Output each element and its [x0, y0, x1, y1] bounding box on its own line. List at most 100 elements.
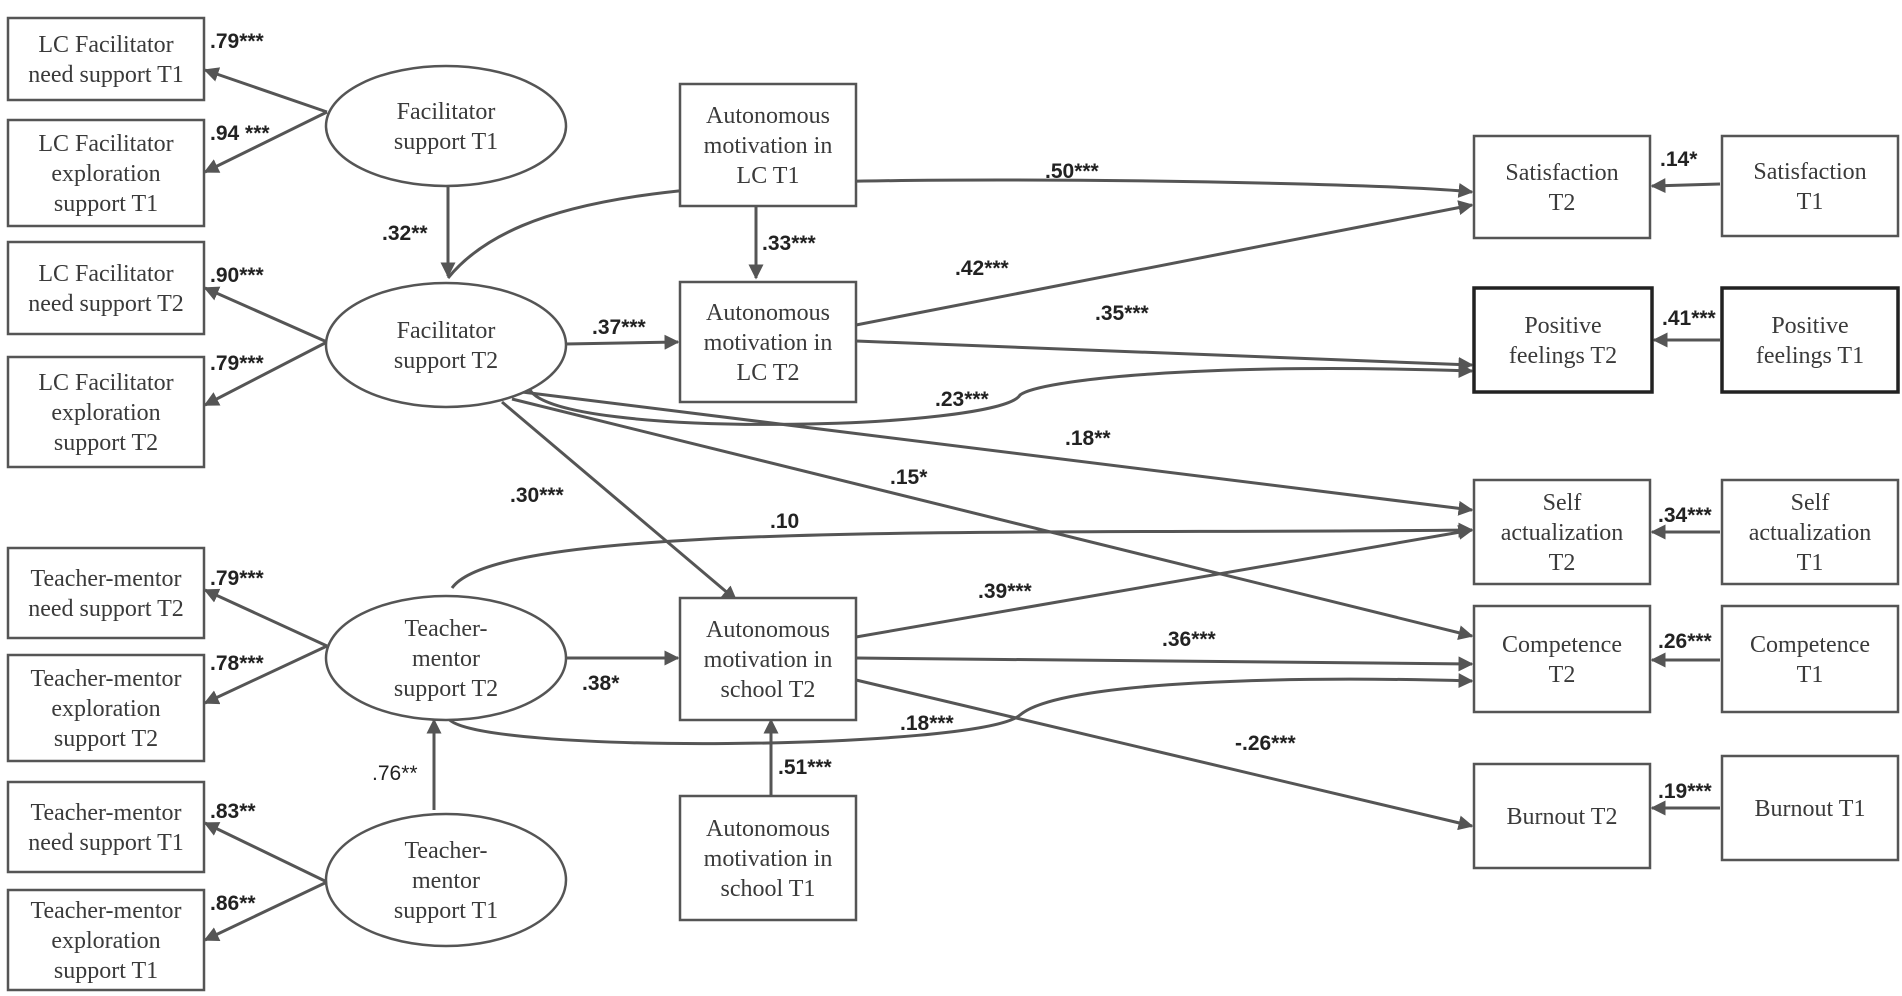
node-label-line: Self: [1791, 490, 1830, 516]
node-label-line: support T2: [54, 430, 158, 456]
path-am-sc-comp: [855, 656, 1474, 672]
node-tm-need-t2: [6, 546, 206, 640]
node-lcf-need-t2: [6, 240, 206, 336]
node-lcf-expl-t2: [6, 355, 206, 469]
coef-tm-t1-need: .83**: [210, 800, 256, 823]
coef-sat-stab: .14*: [1660, 148, 1698, 171]
node-am-sc-t1: [678, 794, 858, 922]
node-label-line: exploration: [51, 928, 160, 954]
node-label-line: T2: [1549, 550, 1576, 576]
node-label-line: Autonomous: [706, 816, 830, 842]
path-am-lc-sat: [855, 200, 1474, 327]
coef-tm-t2-comp: .18***: [900, 712, 955, 735]
path-am-sc-self: [855, 524, 1474, 639]
coef-am-lc-t1-to-t2: .33***: [762, 232, 817, 255]
path-tm-t2-need: [203, 588, 328, 648]
node-label-line: Positive: [1524, 313, 1601, 339]
coef-am-sc-burn: -.26***: [1235, 732, 1297, 755]
node-pos-t2: [1472, 286, 1654, 394]
coef-fac-t2-self: .18**: [1065, 427, 1111, 450]
node-label-line: Teacher-mentor: [30, 898, 181, 924]
coef-burn-stab: .19***: [1658, 780, 1713, 803]
node-label-line: support T1: [394, 129, 498, 155]
coef-tm-t2-need: .79***: [210, 567, 265, 590]
node-label-line: Teacher-mentor: [30, 566, 181, 592]
node-label-line: Teacher-: [404, 838, 487, 864]
node-self-t2: [1472, 478, 1652, 586]
coef-am-lc-sat: .42***: [955, 257, 1010, 280]
path-tm-t2-expl: [203, 644, 328, 705]
path-fac-t2-self: [521, 390, 1474, 516]
node-sat-t1: [1720, 134, 1900, 238]
node-label-line: Positive: [1771, 313, 1848, 339]
node-label-line: LC Facilitator: [38, 32, 173, 58]
node-label-line: Competence: [1750, 632, 1870, 658]
node-burn-t2-label: Burnout T2: [1507, 804, 1618, 830]
node-label-line: Facilitator: [397, 99, 496, 125]
coef-fac-t2-need: .90***: [210, 264, 265, 287]
node-label-line: Burnout T1: [1755, 796, 1866, 822]
path-fac-t2-expl: [203, 340, 328, 407]
node-label-line: Satisfaction: [1753, 159, 1866, 185]
coef-fac-t2-pos: .23***: [935, 388, 990, 411]
coef-fac-t2-am-sc: .30***: [510, 484, 565, 507]
node-fac-t2-label: Facilitator support T2: [394, 318, 498, 374]
node-label-line: actualization: [1749, 520, 1872, 546]
node-tm-expl-t2: [6, 653, 206, 763]
path-tm-t2-self: [450, 522, 1474, 589]
path-fac-t1-expl: [203, 110, 328, 174]
node-lcf-need-t1-label: LC Facilitator need support T1: [28, 32, 184, 88]
node-label-line: T1: [1797, 189, 1824, 215]
node-label-line: Facilitator: [397, 318, 496, 344]
coef-tm-t2-expl: .78***: [210, 652, 265, 675]
node-tm-t2: [324, 594, 568, 722]
coef-fac-t2-expl: .79***: [210, 352, 265, 375]
node-label-line: mentor: [412, 646, 480, 672]
node-lcf-expl-t1: [6, 118, 206, 228]
node-comp-t1: [1720, 604, 1900, 714]
coef-am-sc-self: .39***: [978, 580, 1033, 603]
coef-fac-t1-expl: .94 ***: [210, 122, 270, 145]
node-label-line: T1: [1797, 662, 1824, 688]
node-label-line: need support T2: [28, 596, 184, 622]
node-label-line: motivation in: [704, 846, 833, 872]
node-tm-t1: [324, 812, 568, 948]
node-label-line: need support T2: [28, 291, 184, 317]
coef-fac-t2-sat: .50***: [1045, 160, 1100, 183]
node-label-line: LC T1: [737, 163, 800, 189]
node-comp-t2: [1472, 604, 1652, 714]
path-am-lc-pos: [855, 339, 1474, 372]
node-label-line: Autonomous: [706, 103, 830, 129]
node-label-line: need support T1: [28, 62, 184, 88]
path-fac-t1-need: [203, 67, 328, 114]
node-label-line: Autonomous: [706, 617, 830, 643]
node-label-line: T1: [1797, 550, 1824, 576]
path-am-sc-burn: [855, 678, 1474, 831]
node-burn-t1: [1720, 754, 1900, 862]
coef-pos-stab: .41***: [1662, 307, 1717, 330]
path-fac-t2-am-sc: [501, 400, 738, 602]
node-label-line: Teacher-mentor: [30, 800, 181, 826]
node-pos-t1-label: Positive feelings T1: [1756, 313, 1864, 369]
coef-fac-t2-comp: .15*: [890, 466, 928, 489]
node-pos-t2-label: Positive feelings T2: [1509, 313, 1617, 369]
path-fac-t2-am-lc: [564, 334, 680, 350]
node-label-line: feelings T1: [1756, 343, 1864, 369]
path-fac-t2-need: [203, 286, 328, 344]
node-label-line: LC Facilitator: [38, 370, 173, 396]
node-label-line: feelings T2: [1509, 343, 1617, 369]
path-fac-t2-pos: [528, 363, 1474, 426]
coef-tm-t1-expl: .86**: [210, 892, 256, 915]
node-label-line: support T2: [394, 348, 498, 374]
